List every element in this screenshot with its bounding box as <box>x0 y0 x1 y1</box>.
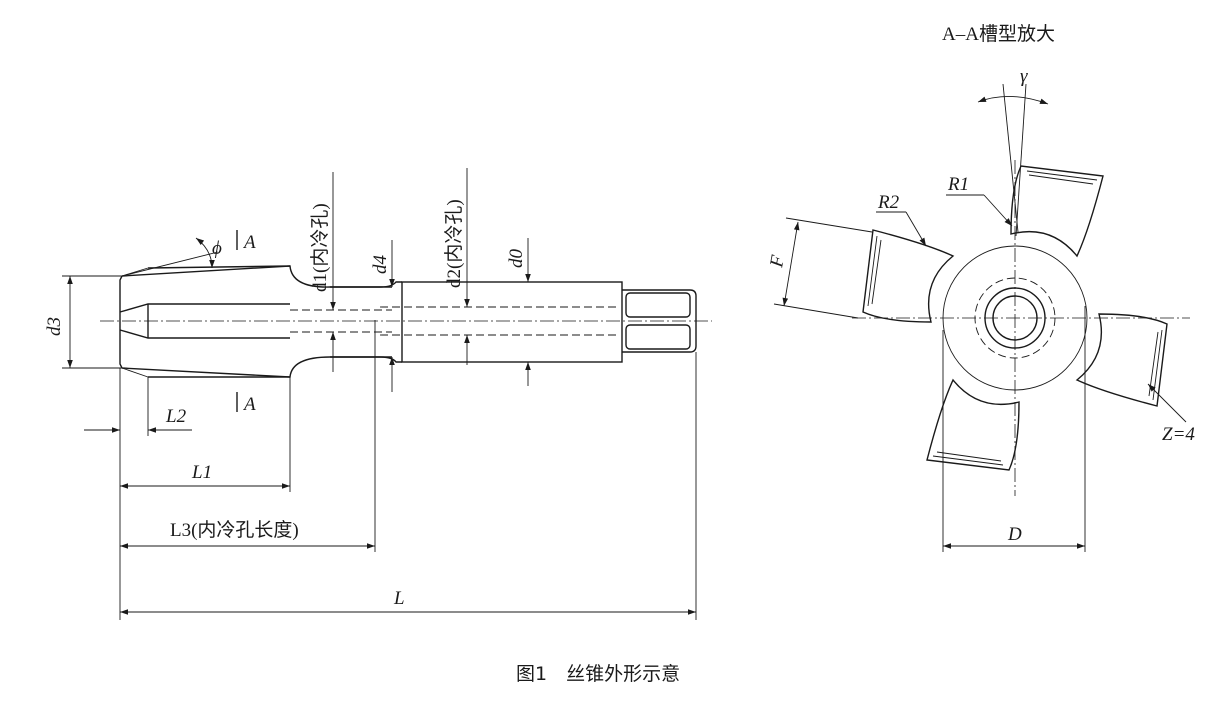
section-a-a-view: A–A槽型放大 <box>766 23 1195 552</box>
L3-label: L3(内冷孔长度) <box>170 519 299 541</box>
d1-label: d1(内冷孔) <box>309 203 331 292</box>
square-drive-end <box>622 289 697 353</box>
cooling-hole-inner <box>992 295 1038 341</box>
tap-cutting-part-outline <box>119 265 392 378</box>
flute-line-top <box>147 265 291 269</box>
phi-angle-arc <box>195 237 215 269</box>
section-title: A–A槽型放大 <box>942 23 1055 45</box>
section-marker-bottom-label: A <box>242 394 256 415</box>
R2-label: R2 <box>877 192 900 213</box>
square-drive-flat-bottom <box>625 324 691 350</box>
phi-reference-line <box>121 251 219 277</box>
F-label: F <box>766 253 789 269</box>
neck-transition <box>330 281 402 363</box>
R2-leader-arrow <box>905 211 927 247</box>
Z-leader <box>1147 383 1187 423</box>
F-dimension-line <box>782 221 800 307</box>
gamma-reference-line <box>1002 83 1019 233</box>
figure-caption: 图1 丝锥外形示意 <box>516 663 680 685</box>
d4-label: d4 <box>370 255 391 275</box>
core-circle <box>942 245 1088 391</box>
square-drive-flat-top <box>625 292 691 318</box>
Z-label: Z=4 <box>1162 424 1195 445</box>
gamma-angle-arc <box>977 96 1049 105</box>
F-extension-bottom <box>773 303 859 319</box>
flute-lobe-2 <box>1075 313 1168 407</box>
L2-label: L2 <box>165 406 187 427</box>
R1-leader-arrow <box>983 194 1013 227</box>
section-marker-top-label: A <box>242 232 256 253</box>
flute-lobe-3 <box>926 378 1020 471</box>
L1-label: L1 <box>191 462 212 483</box>
chamfer-line-bottom <box>121 367 149 378</box>
D-label: D <box>1007 524 1022 545</box>
cooling-hole-outer <box>984 287 1046 349</box>
flute-lobe-4 <box>862 229 955 323</box>
flute-lobe-1 <box>1010 165 1104 258</box>
L-label: L <box>393 588 405 609</box>
gamma-label: γ <box>1020 66 1028 87</box>
tap-shank <box>401 281 623 363</box>
d0-label: d0 <box>506 249 527 269</box>
d2-label: d2(内冷孔) <box>443 199 465 288</box>
cooling-hole-hidden <box>974 277 1056 359</box>
tap-side-view: d3 ϕ A A d1(内冷孔) d4 d2(内冷孔) d0 <box>44 168 712 620</box>
gamma-face-line <box>1015 83 1027 237</box>
d3-label: d3 <box>44 317 65 336</box>
phi-label: ϕ <box>212 238 222 259</box>
R1-label: R1 <box>947 174 969 195</box>
F-extension-top <box>785 217 873 233</box>
